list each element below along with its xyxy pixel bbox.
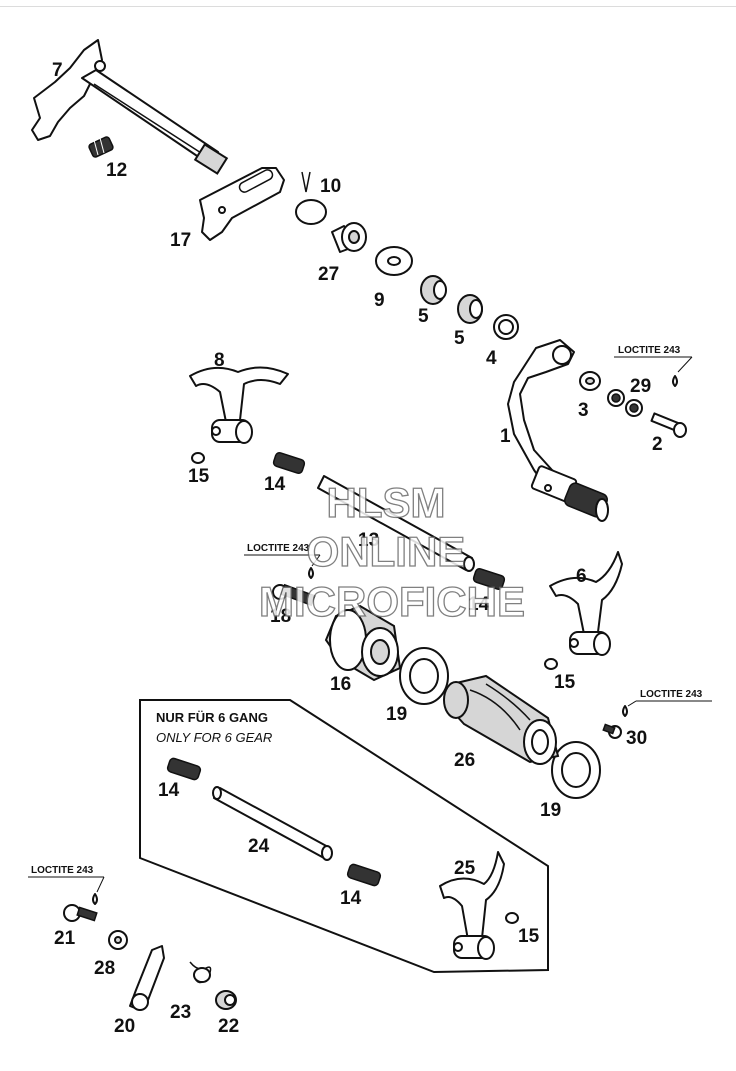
washer-3[interactable] [579, 371, 601, 391]
label-4: 4 [486, 348, 497, 369]
label-14b: 14 [468, 594, 490, 615]
loctite-drop-right [622, 705, 628, 717]
label-23: 23 [170, 1002, 191, 1023]
screw-18[interactable] [272, 583, 316, 607]
svg-text:LOCTITE 243: LOCTITE 243 [640, 689, 703, 700]
watermark-line-3: MICROFICHE [259, 578, 525, 625]
washer-28[interactable] [108, 930, 128, 950]
label-24: 24 [248, 836, 270, 857]
pin-15c[interactable] [505, 912, 519, 924]
torsion-spring-23[interactable] [189, 961, 212, 984]
screw-21[interactable] [63, 904, 98, 922]
loctite-note-top-right: LOCTITE 243 [614, 345, 693, 373]
label-28: 28 [94, 958, 115, 979]
loctite-note-bottom-left: LOCTITE 243 [28, 865, 105, 893]
shift-plate-17[interactable] [199, 167, 285, 241]
screw-2[interactable] [650, 412, 687, 438]
bearing-19a[interactable] [399, 647, 449, 705]
bearing-19b[interactable] [551, 741, 601, 799]
label-6: 6 [576, 566, 587, 587]
washer-29[interactable] [607, 389, 643, 417]
label-1: 1 [500, 426, 511, 447]
shift-shaft-7[interactable] [31, 39, 229, 175]
spring-14a[interactable] [272, 451, 306, 475]
label-17: 17 [170, 230, 191, 251]
six-gear-caption-de: NUR FÜR 6 GANG [156, 710, 268, 725]
loctite-drop-bottom-left [92, 893, 98, 905]
label-13: 13 [358, 530, 379, 551]
six-gear-caption-en: ONLY FOR 6 GEAR [156, 730, 272, 745]
shift-rod-24[interactable] [212, 786, 333, 861]
label-14c: 14 [158, 780, 180, 801]
label-7: 7 [52, 60, 63, 81]
loctite-drop-top-right [672, 375, 678, 387]
label-27: 27 [318, 264, 339, 285]
locking-lever-20[interactable] [129, 945, 165, 1011]
label-14a: 14 [264, 474, 286, 495]
label-18: 18 [270, 606, 291, 627]
label-15a: 15 [188, 466, 210, 487]
spring-12[interactable] [88, 136, 114, 158]
screw-30[interactable] [602, 723, 622, 739]
top-divider [0, 6, 736, 7]
label-10: 10 [320, 176, 341, 197]
six-gear-inset-box [139, 699, 549, 974]
washer-9[interactable] [375, 246, 413, 276]
pin-15b[interactable] [544, 658, 558, 670]
label-29: 29 [630, 376, 651, 397]
spring-14d[interactable] [346, 863, 382, 887]
ring-4[interactable] [493, 314, 519, 340]
label-14d: 14 [340, 888, 362, 909]
label-20: 20 [114, 1016, 135, 1037]
shift-pedal-1[interactable] [507, 339, 609, 522]
svg-text:LOCTITE 243: LOCTITE 243 [247, 543, 310, 554]
loctite-note-mid-left: LOCTITE 243 [244, 543, 321, 567]
watermark-line-1: HLSM [327, 479, 446, 526]
roller-lever-27[interactable] [331, 222, 367, 253]
shift-rod-13[interactable] [317, 475, 475, 572]
label-19a: 19 [386, 704, 407, 725]
spring-14b[interactable] [472, 567, 506, 591]
loctite-note-right: LOCTITE 243 [627, 689, 712, 707]
label-5a: 5 [418, 306, 429, 327]
shift-fork-6[interactable] [549, 551, 623, 656]
label-9: 9 [374, 290, 385, 311]
pin-15a[interactable] [191, 452, 205, 464]
svg-text:LOCTITE 243: LOCTITE 243 [618, 345, 681, 356]
label-3: 3 [578, 400, 589, 421]
label-30: 30 [626, 728, 647, 749]
label-15b: 15 [554, 672, 576, 693]
spring-clip-10[interactable] [295, 171, 327, 225]
label-26: 26 [454, 750, 475, 771]
shift-drum-locating-16[interactable] [324, 604, 402, 682]
needle-bearing-5a[interactable] [420, 275, 447, 305]
needle-bearing-5b[interactable] [457, 294, 483, 324]
label-12: 12 [106, 160, 127, 181]
label-8: 8 [214, 350, 225, 371]
label-2: 2 [652, 434, 663, 455]
label-5b: 5 [454, 328, 465, 349]
shift-fork-8[interactable] [189, 366, 289, 444]
label-22: 22 [218, 1016, 239, 1037]
label-19b: 19 [540, 800, 561, 821]
bushing-22[interactable] [215, 990, 237, 1010]
spring-14c[interactable] [166, 757, 202, 781]
loctite-drop-mid-left [308, 567, 314, 579]
label-16: 16 [330, 674, 351, 695]
watermark-line-2: ONLINE [307, 528, 466, 575]
svg-text:LOCTITE 243: LOCTITE 243 [31, 865, 94, 876]
label-15c: 15 [518, 926, 540, 947]
label-25: 25 [454, 858, 476, 879]
label-21: 21 [54, 928, 76, 949]
shift-fork-25[interactable] [439, 851, 505, 960]
shift-drum-26[interactable] [443, 674, 560, 765]
